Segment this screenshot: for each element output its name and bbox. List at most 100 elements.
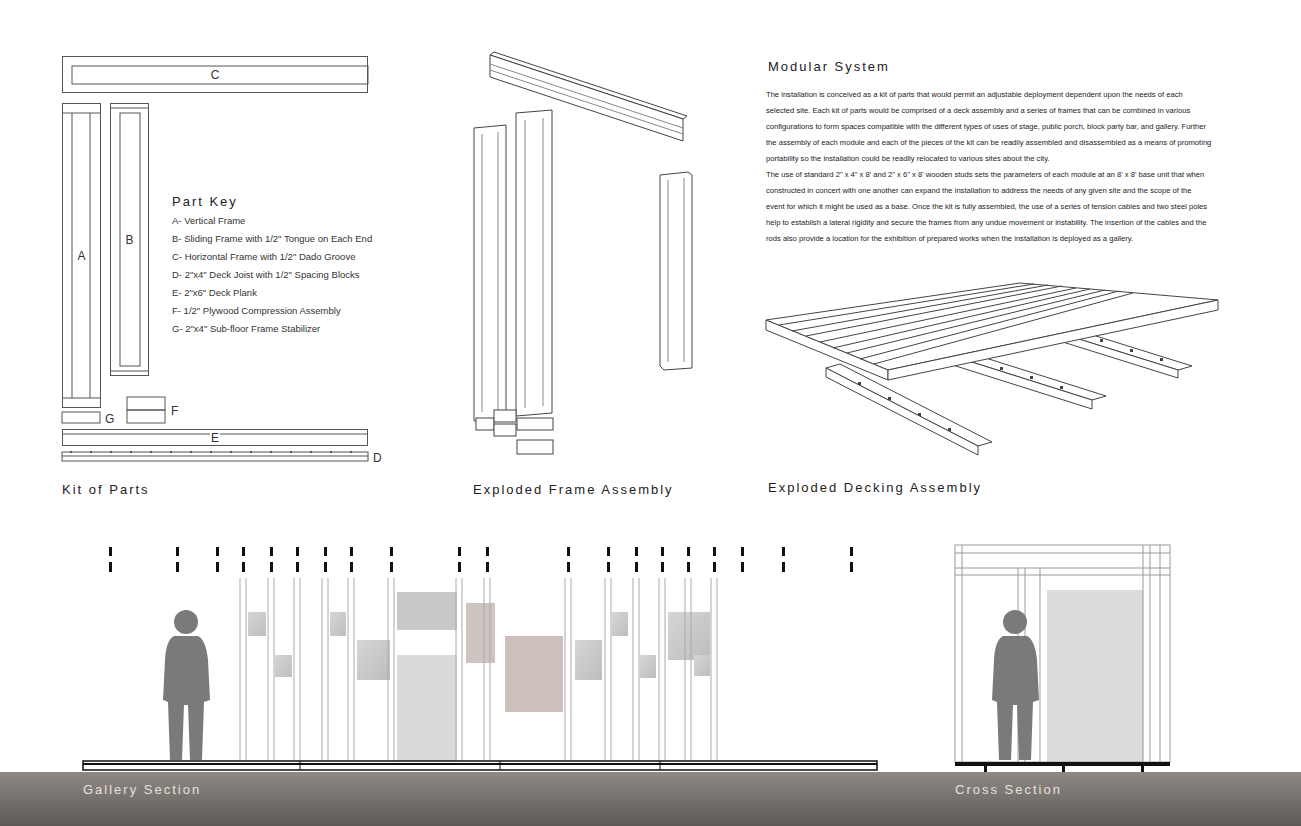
deck-drawing-part xyxy=(826,364,992,446)
cross-section-drawing xyxy=(955,545,1170,762)
exploded-frame-drawing-part xyxy=(498,132,499,410)
human-figure xyxy=(163,610,210,760)
ground-band xyxy=(0,772,1301,826)
kit-of-parts-drawing xyxy=(62,66,368,461)
spacing-blocks-part xyxy=(310,451,312,453)
kit-of-parts-drawing-part xyxy=(72,113,73,398)
gallery-frames-part xyxy=(685,578,686,760)
kit-of-parts-drawing-part xyxy=(62,452,368,461)
cross-section-drawing-part xyxy=(962,545,963,762)
gallery-ticks-part xyxy=(350,547,353,556)
deck-drawing-part xyxy=(826,368,978,455)
part-key-heading: Part Key xyxy=(172,194,238,209)
gallery-ticks-part xyxy=(296,547,299,556)
deck-drawing xyxy=(766,283,1218,455)
gallery-images-part xyxy=(248,612,266,636)
spacing-blocks-part xyxy=(190,451,192,453)
spacing-blocks-part xyxy=(130,451,132,453)
gallery-frames-part xyxy=(605,578,606,760)
cross-section-drawing-part xyxy=(1047,590,1143,762)
deck-drawing-part xyxy=(792,285,1048,331)
part-key-item: C- Horizontal Frame with 1/2" Dado Groov… xyxy=(172,251,355,262)
joist-blocks-part xyxy=(1160,358,1163,361)
gallery-floor-part xyxy=(500,761,501,770)
joist-blocks-part xyxy=(1100,339,1103,342)
cross-section-floor-part xyxy=(1141,766,1144,772)
cross-section-drawing-part xyxy=(1040,568,1041,762)
part-letter: C xyxy=(210,69,221,81)
gallery-ticks-part xyxy=(324,562,327,572)
spacing-blocks-part xyxy=(110,451,112,453)
gallery-floor-part xyxy=(660,761,661,770)
exploded-frame-drawing-part xyxy=(660,172,692,370)
gallery-ticks-part xyxy=(486,547,489,556)
gallery-floor-part xyxy=(300,761,301,770)
gallery-ticks-part xyxy=(109,562,112,572)
gallery-images-part xyxy=(330,612,346,636)
gallery-ticks-part xyxy=(324,547,327,556)
exploded-frame-drawing-part xyxy=(474,125,506,421)
gallery-ticks-part xyxy=(176,547,179,556)
exploded-frame-drawing-part xyxy=(517,418,553,430)
deck-drawing-part xyxy=(888,300,1218,380)
drawing-title: Gallery Section xyxy=(83,782,201,797)
exploded-frame-drawing xyxy=(474,52,692,454)
gallery-ticks-part xyxy=(216,547,219,556)
deck-drawing-part xyxy=(860,291,1119,359)
cross-section-drawing-part xyxy=(955,545,1170,762)
cross-section-person-part xyxy=(992,636,1039,760)
section-title: Exploded Decking Assembly xyxy=(768,480,982,495)
gallery-frames-part xyxy=(611,578,612,760)
joist-blocks-part xyxy=(858,382,861,385)
gallery-frames-part xyxy=(665,578,666,760)
gallery-ticks-part xyxy=(458,547,461,556)
cross-section-drawing-part xyxy=(1160,545,1161,762)
gallery-frames-part xyxy=(294,578,295,760)
spacing-blocks-part xyxy=(150,451,152,453)
gallery-ticks-part xyxy=(390,547,393,556)
gallery-frames-part xyxy=(571,578,572,760)
gallery-ticks-part xyxy=(635,562,638,572)
gallery-ticks-part xyxy=(567,562,570,572)
gallery-images-part xyxy=(668,612,710,660)
joist-blocks-part xyxy=(1000,367,1003,370)
gallery-ticks-part xyxy=(713,547,716,556)
gallery-ticks-part xyxy=(713,562,716,572)
deck-drawing-part xyxy=(766,320,888,380)
gallery-ticks-part xyxy=(687,562,690,572)
exploded-frame-drawing-part xyxy=(494,410,516,422)
kit-of-parts-drawing-part xyxy=(110,371,149,372)
gallery-ticks-part xyxy=(782,547,785,556)
gallery-floor xyxy=(83,761,877,770)
gallery-frames-part xyxy=(246,578,247,760)
gallery-ticks-part xyxy=(242,562,245,572)
spacing-blocks-part xyxy=(170,451,172,453)
cross-section-drawing-part xyxy=(955,575,1170,576)
part-key-item: D- 2"x4" Deck Joist with 1/2" Spacing Bl… xyxy=(172,269,360,280)
spacing-blocks-part xyxy=(250,451,252,453)
gallery-frames-part xyxy=(484,578,485,760)
gallery-ticks-part xyxy=(350,562,353,572)
kit-of-parts-drawing-part xyxy=(62,113,101,114)
part-outline: A xyxy=(62,103,101,408)
spacing-blocks-part xyxy=(70,451,72,453)
joist-blocks xyxy=(858,339,1163,431)
cross-section-drawing-part xyxy=(955,553,1170,554)
deck-drawing-part xyxy=(874,293,1133,364)
cross-section-person xyxy=(992,610,1039,760)
gallery-images-part xyxy=(694,655,710,676)
spacing-blocks xyxy=(70,451,352,453)
cross-section-drawing-part xyxy=(955,568,1170,569)
cross-section-drawing-part xyxy=(1143,545,1144,762)
gallery-ticks-part xyxy=(741,547,744,556)
gallery-frames xyxy=(240,578,717,760)
gallery-ticks-part xyxy=(607,562,610,572)
gallery-frames-part xyxy=(659,578,660,760)
gallery-frames-part xyxy=(490,578,491,760)
gallery-ticks-part xyxy=(782,562,785,572)
gallery-floor-part xyxy=(83,763,877,765)
spacing-blocks-part xyxy=(90,451,92,453)
gallery-frames-part xyxy=(354,578,355,760)
part-letter: A xyxy=(76,250,86,262)
part-letter: D xyxy=(373,451,382,465)
